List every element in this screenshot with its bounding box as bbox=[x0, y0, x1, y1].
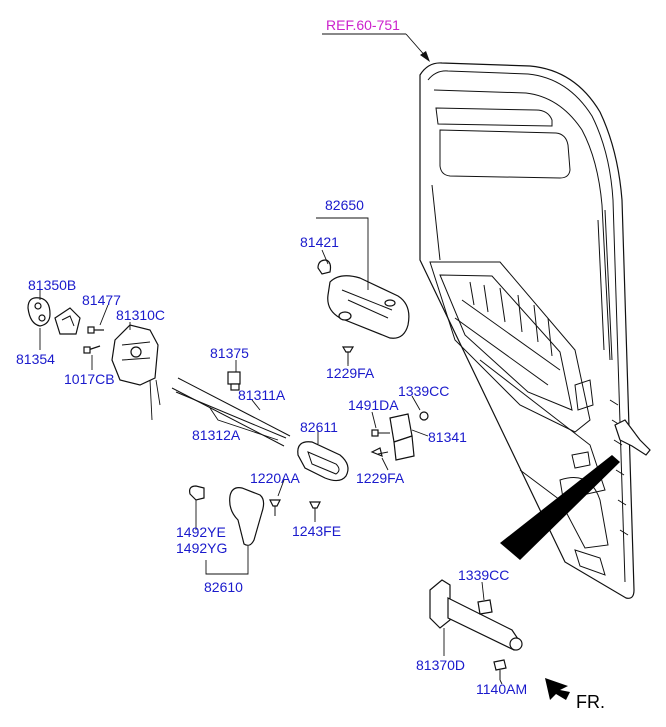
label-1339cc-bot: 1339CC bbox=[458, 567, 509, 583]
lock-bracket bbox=[54, 307, 81, 335]
inside-handle-bezel bbox=[297, 441, 349, 482]
label-81350b: 81350B bbox=[28, 277, 76, 293]
label-1339cc-top: 1339CC bbox=[398, 383, 449, 399]
label-81311a: 81311A bbox=[238, 387, 286, 403]
label-81341: 81341 bbox=[428, 429, 467, 445]
reference-label: REF.60-751 bbox=[326, 17, 400, 33]
door-check bbox=[429, 579, 523, 680]
door-panel bbox=[419, 62, 651, 599]
label-81370d: 81370D bbox=[416, 657, 465, 673]
leader-lines bbox=[39, 217, 503, 685]
label-81312a: 81312A bbox=[192, 427, 241, 443]
front-direction-label: FR. bbox=[576, 692, 605, 712]
screw-81477 bbox=[87, 326, 104, 334]
lock-rods bbox=[171, 377, 291, 447]
connector-wedge bbox=[500, 455, 620, 560]
door-latch-assembly bbox=[111, 324, 161, 421]
rod-clip bbox=[227, 371, 241, 391]
label-1220aa: 1220AA bbox=[250, 470, 300, 486]
label-1243fe: 1243FE bbox=[292, 523, 341, 539]
lock-cover-plate bbox=[27, 297, 51, 327]
label-1140am: 1140AM bbox=[476, 681, 527, 697]
label-82610: 82610 bbox=[204, 579, 243, 595]
reference-arrow bbox=[322, 33, 430, 62]
label-1229fa-top: 1229FA bbox=[326, 365, 375, 381]
label-81354: 81354 bbox=[16, 351, 55, 367]
label-81375: 81375 bbox=[210, 345, 249, 361]
label-81477: 81477 bbox=[82, 292, 121, 308]
inside-handle bbox=[189, 485, 265, 546]
label-81421: 81421 bbox=[300, 234, 339, 250]
label-82611: 82611 bbox=[300, 419, 338, 435]
screw-1017cb bbox=[83, 345, 101, 354]
label-1492yg: 1492YG bbox=[176, 540, 227, 556]
fasteners bbox=[269, 346, 429, 520]
label-82650: 82650 bbox=[325, 197, 364, 213]
label-1017cb: 1017CB bbox=[64, 371, 115, 387]
striker-bracket bbox=[389, 413, 415, 461]
outside-handle bbox=[317, 259, 410, 339]
label-1492ye: 1492YE bbox=[176, 524, 226, 540]
front-direction-arrow bbox=[545, 678, 570, 700]
label-81310c: 81310C bbox=[116, 307, 165, 323]
label-1491da: 1491DA bbox=[348, 397, 399, 413]
label-1229fa-mid: 1229FA bbox=[356, 470, 405, 486]
